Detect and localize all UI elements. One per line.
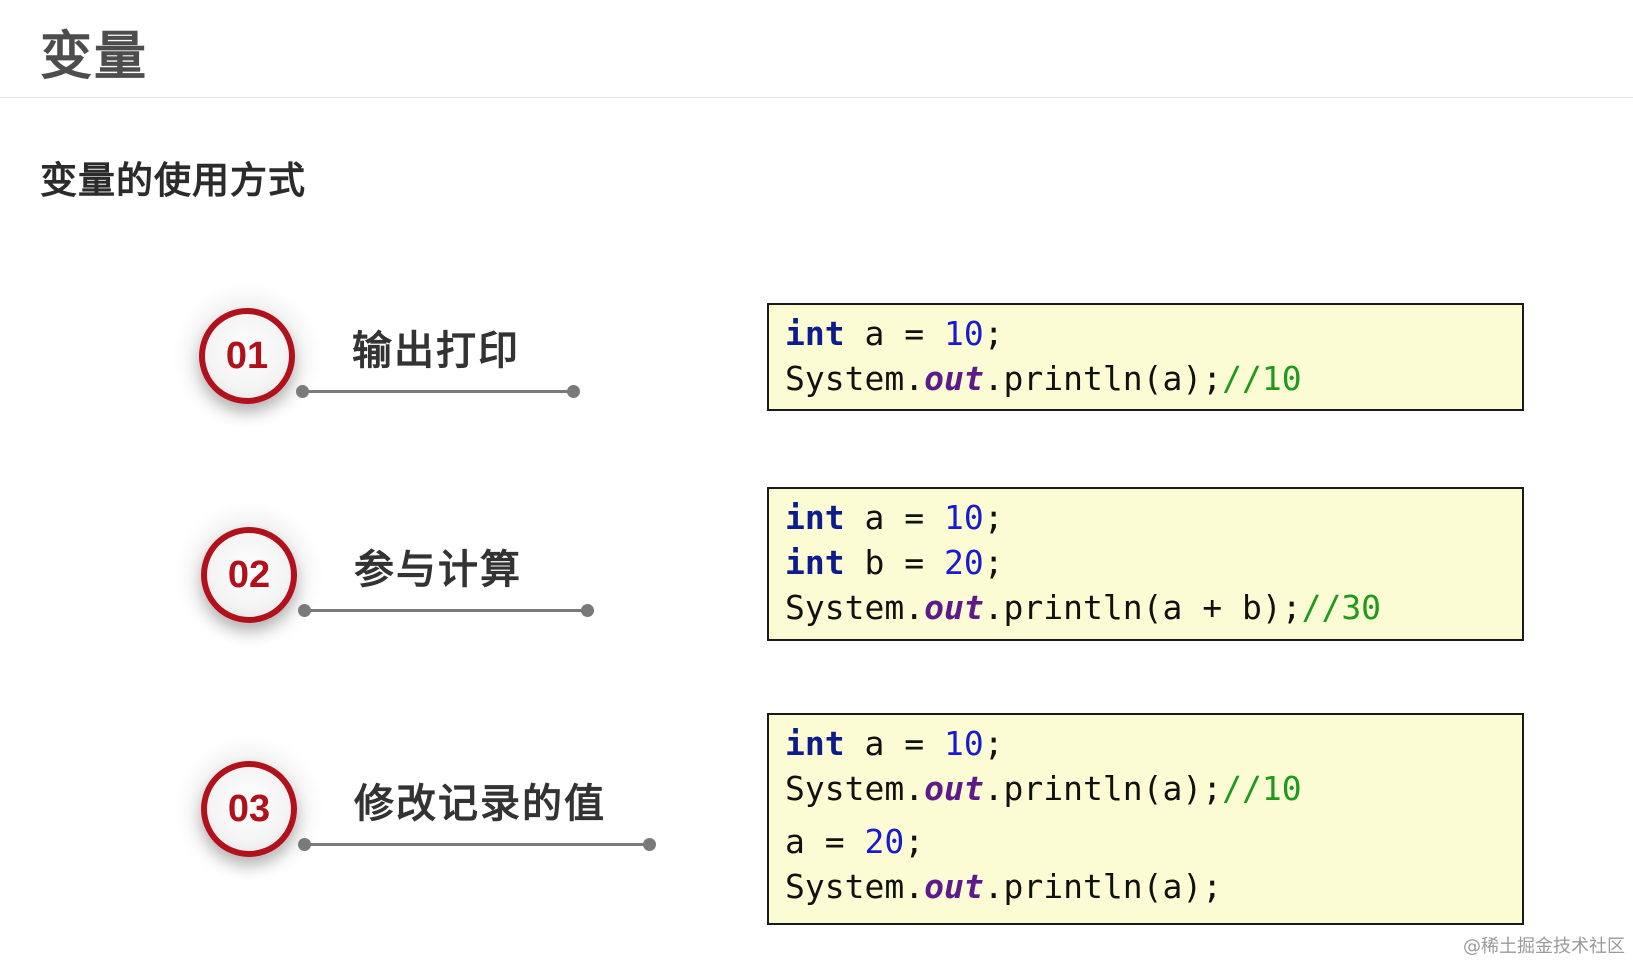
code-line: int a = 10; (785, 721, 1506, 766)
code-number: 10 (943, 498, 984, 537)
code-comment: //10 (1222, 769, 1302, 808)
code-field: out (924, 359, 984, 398)
code-text: a = (844, 314, 944, 353)
label-underline (302, 390, 574, 393)
code-text: ; (983, 724, 1004, 763)
header-bar: 变量 (0, 0, 1633, 98)
page-title: 变量 (40, 27, 149, 87)
step-badge: 02 (201, 527, 297, 623)
code-text: System. (785, 588, 925, 627)
code-field: out (924, 867, 984, 906)
underline-dot-end (581, 604, 594, 617)
code-text: .println(a); (983, 359, 1223, 398)
underline-dot-start (298, 604, 311, 617)
code-text: ; (983, 314, 1004, 353)
code-text: System. (785, 867, 925, 906)
code-line: System.out.println(a);//10 (785, 766, 1506, 811)
code-line: int b = 20; (785, 540, 1506, 585)
step-badge: 01 (199, 308, 295, 404)
code-text: a = (844, 724, 944, 763)
code-field: out (924, 588, 984, 627)
code-keyword: int (785, 314, 845, 353)
code-keyword: int (785, 724, 845, 763)
code-text: System. (785, 769, 925, 808)
code-line: System.out.println(a); (785, 864, 1506, 909)
step-label: 修改记录的值 (354, 781, 606, 827)
code-comment: //10 (1222, 359, 1302, 398)
code-text: System. (785, 359, 925, 398)
underline-dot-end (643, 838, 656, 851)
underline-dot-end (567, 385, 580, 398)
code-keyword: int (785, 498, 845, 537)
code-text: .println(a); (983, 867, 1223, 906)
code-text: ; (904, 822, 925, 861)
code-number: 20 (943, 543, 984, 582)
code-text: b = (844, 543, 944, 582)
code-text: ; (983, 543, 1004, 582)
label-underline (304, 843, 650, 846)
code-text: a = (785, 822, 865, 861)
code-keyword: int (785, 543, 845, 582)
watermark: @稀土掘金技术社区 (1463, 936, 1625, 957)
code-comment: //30 (1301, 588, 1382, 627)
code-block: int a = 10;System.out.println(a);//10 (767, 303, 1524, 411)
code-number: 10 (943, 724, 984, 763)
step-badge: 03 (201, 761, 297, 857)
underline-dot-start (298, 838, 311, 851)
code-field: out (924, 769, 984, 808)
code-text: ; (983, 498, 1004, 537)
code-line: int a = 10; (785, 495, 1506, 540)
code-block: int a = 10;int b = 20;System.out.println… (767, 487, 1524, 641)
label-underline (304, 609, 588, 612)
code-text: .println(a); (983, 769, 1223, 808)
step-label: 输出打印 (352, 328, 520, 374)
code-number: 10 (943, 314, 984, 353)
code-line: System.out.println(a + b);//30 (785, 585, 1506, 630)
code-text: .println(a + b); (983, 588, 1302, 627)
underline-dot-start (296, 385, 309, 398)
code-line: int a = 10; (785, 311, 1506, 356)
code-number: 20 (864, 822, 905, 861)
code-line: System.out.println(a);//10 (785, 356, 1506, 401)
code-text: a = (844, 498, 944, 537)
section-title: 变量的使用方式 (40, 159, 306, 202)
step-label: 参与计算 (354, 547, 522, 593)
code-line: a = 20; (785, 819, 1506, 864)
